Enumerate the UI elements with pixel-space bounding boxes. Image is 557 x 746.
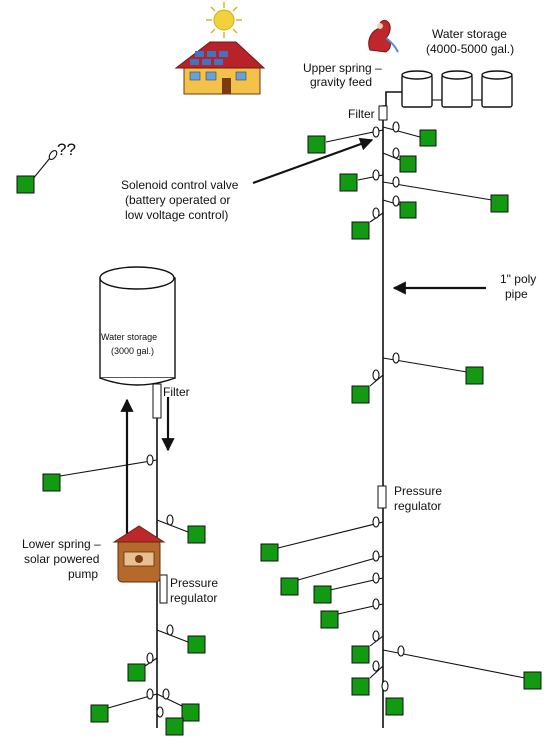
question-marks: ?? — [57, 140, 76, 159]
sprinkler-head — [320, 610, 339, 629]
upper-filter-label: Filter — [348, 107, 375, 121]
sprinkler-head — [523, 671, 542, 690]
solenoid-valve — [372, 598, 380, 610]
solenoid-valve — [372, 516, 380, 528]
upper-spring-label-line2: gravity feed — [310, 75, 372, 89]
solenoid-valve — [156, 706, 164, 718]
upper-spring-label-line1: Upper spring – — [303, 61, 382, 75]
solenoid-valve — [166, 514, 174, 526]
sprinkler-head — [165, 717, 184, 736]
solenoid-valve — [166, 624, 174, 636]
sprinkler-head — [465, 366, 484, 385]
solenoid-label-line3: low voltage control) — [125, 208, 228, 222]
lower-spring-label-line1: Lower spring – — [22, 537, 101, 551]
sprinkler-head — [127, 663, 146, 682]
solenoid-valve — [146, 454, 154, 466]
poly-pipe-label-line1: 1" poly — [500, 272, 536, 286]
pressure-regulator-left — [159, 574, 168, 604]
solenoid-valve — [372, 369, 380, 381]
solenoid-valve — [146, 652, 154, 664]
solenoid-valve — [381, 680, 389, 692]
solenoid-valve — [392, 147, 400, 159]
sun-icon — [206, 2, 242, 38]
solenoid-valve — [146, 688, 154, 700]
solenoid-valve — [372, 630, 380, 642]
sprinkler-head — [351, 221, 370, 240]
solenoid-valve — [162, 688, 170, 700]
sprinkler-head — [16, 175, 35, 194]
solenoid-valve — [372, 126, 380, 138]
sprinkler-head — [90, 704, 109, 723]
left-laterals — [42, 454, 206, 736]
right-regulator-label-line2: regulator — [394, 499, 441, 513]
solenoid-valve — [372, 660, 380, 672]
storage-tank — [481, 70, 513, 108]
sprinkler-head — [385, 697, 404, 716]
water-well-pump-icon — [112, 525, 166, 583]
sprinkler-head — [187, 525, 206, 544]
sprinkler-head — [399, 155, 417, 173]
sprinkler-head — [490, 194, 509, 213]
left-regulator-label-line1: Pressure — [170, 576, 218, 590]
sprinkler-head — [339, 173, 358, 192]
lower-storage-label-line1: Water storage — [101, 332, 157, 342]
left-regulator-label-line2: regulator — [170, 591, 217, 605]
lower-spring-label-line3: pump — [68, 567, 98, 581]
right-regulator-label-line1: Pressure — [394, 484, 442, 498]
upper-storage-label-line1: Water storage — [432, 27, 507, 41]
upper-storage-label-line2: (4000-5000 gal.) — [426, 42, 514, 56]
lower-water-storage-tank — [99, 266, 176, 386]
solenoid-valve — [392, 195, 400, 207]
right-laterals — [260, 121, 542, 716]
sprinkler-head — [351, 677, 370, 696]
right-main-pipe — [377, 91, 402, 728]
sprinkler-head — [307, 135, 326, 154]
lower-spring-label-line2: solar powered — [24, 552, 99, 566]
unknown-sprinkler — [16, 150, 58, 194]
poly-pipe-label-line2: pipe — [505, 287, 528, 301]
sprinkler-head — [419, 129, 437, 147]
sprinkler-head — [187, 635, 206, 654]
solenoid-valve — [392, 352, 400, 364]
solenoid-pointer-arrow — [252, 137, 374, 185]
solenoid-label-line2: (battery operated or — [125, 193, 230, 207]
storage-tank — [441, 70, 473, 108]
sprinkler-head — [280, 577, 299, 596]
sprinkler-head — [351, 645, 370, 664]
solenoid-valve — [372, 169, 380, 181]
sprinkler-head — [42, 473, 61, 492]
sprinkler-head — [351, 385, 370, 404]
solenoid-valve — [392, 121, 400, 133]
sprinkler-head — [399, 201, 417, 219]
solenoid-valve — [392, 176, 400, 188]
lower-storage-label-line2: (3000 gal.) — [111, 346, 154, 356]
spring-source-icon — [368, 19, 399, 53]
solenoid-valve — [372, 207, 380, 219]
pressure-regulator-right — [377, 485, 387, 509]
solenoid-valve — [372, 572, 380, 584]
sprinkler-head — [313, 585, 332, 604]
storage-tank — [401, 70, 433, 108]
solenoid-label-line1: Solenoid control valve — [121, 178, 239, 192]
solenoid-valve — [372, 550, 380, 562]
upper-water-storage-tanks — [401, 70, 513, 108]
solenoid-valve — [397, 645, 405, 657]
sprinkler-head — [260, 543, 279, 562]
solar-house-icon — [174, 41, 266, 95]
sprinkler-head — [181, 703, 200, 722]
lower-filter-label: Filter — [163, 385, 190, 399]
